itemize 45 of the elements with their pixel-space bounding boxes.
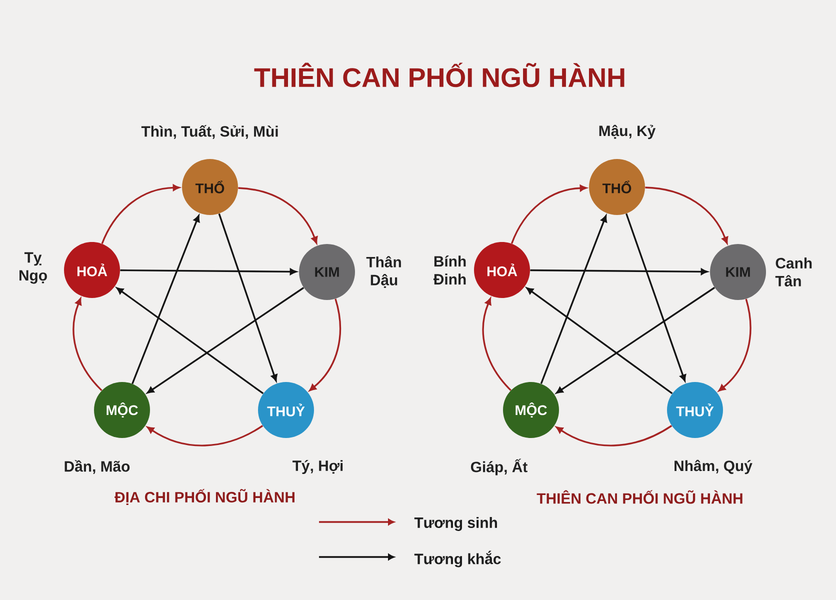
arrow — [218, 213, 278, 382]
circle-node: MỘC — [94, 382, 150, 438]
circle-node: KIM — [710, 244, 766, 300]
node-caption: Nhâm, Quý — [674, 460, 752, 474]
node-caption: Canh Tân — [775, 258, 812, 286]
circle-node: THUỶ — [667, 382, 723, 438]
node-caption: Thìn, Tuất, Sửi, Mùi — [141, 125, 278, 139]
node-caption: Dần, Mão — [64, 460, 130, 474]
legend-label: Tương khắc — [414, 550, 501, 568]
arrow — [147, 287, 304, 394]
title: THIÊN CAN PHỐI NGŨ HÀNH — [254, 62, 624, 88]
node-caption: Tỵ Ngọ — [19, 252, 47, 284]
circle-node: HOẢ — [64, 242, 120, 298]
arrow — [626, 213, 686, 382]
arrow — [147, 425, 264, 446]
arrow — [482, 298, 512, 391]
node-caption: Bính Đinh — [433, 256, 466, 284]
caption: ĐỊA CHI PHỐI NGŨ HÀNH — [114, 488, 294, 506]
arrow — [556, 286, 716, 394]
arrow — [530, 268, 708, 275]
caption: THIÊN CAN PHỐI NGŨ HÀNH — [536, 490, 742, 504]
arrow — [238, 187, 318, 244]
node-caption: Thân Dậu — [366, 256, 401, 288]
arrow — [309, 298, 341, 392]
arrow — [540, 215, 607, 384]
circle-node: KIM — [299, 244, 355, 300]
arrow — [72, 298, 102, 392]
circle-node: HOẢ — [474, 242, 530, 298]
arrow — [101, 184, 180, 244]
arrow — [116, 287, 264, 394]
circle-node: THỔ — [182, 159, 238, 215]
node-caption: Giáp, Ất — [470, 458, 528, 476]
arrow — [645, 186, 728, 244]
legend-label: Tương sinh — [414, 517, 497, 531]
circle-node: MỘC — [503, 382, 559, 438]
node-caption: Tý, Hợi — [292, 460, 343, 474]
arrow — [132, 215, 200, 384]
circle-node: THỔ — [589, 159, 645, 215]
arrow — [526, 287, 673, 394]
arrow — [556, 425, 672, 446]
arrow — [510, 184, 587, 244]
arrow — [718, 298, 752, 392]
circle-node: THUỶ — [258, 382, 314, 438]
arrow — [120, 268, 297, 275]
node-caption: Mậu, Kỷ — [599, 124, 656, 140]
